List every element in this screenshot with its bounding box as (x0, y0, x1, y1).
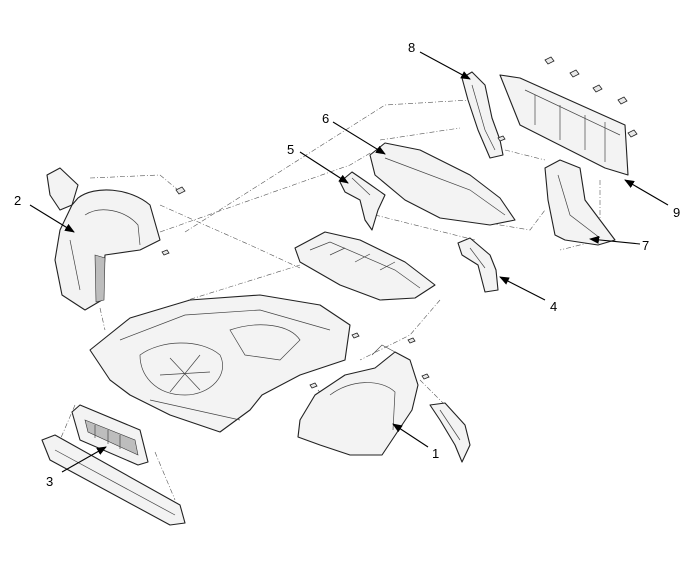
callout-label-2: 2 (14, 193, 21, 208)
part-8-pillar-trim (461, 71, 504, 159)
part-2-left-wheelhouse-trim (46, 167, 161, 311)
callout-9: 9 (624, 179, 680, 220)
callout-5: 5 (287, 142, 349, 184)
callout-label-3: 3 (46, 474, 53, 489)
leader-line-1 (392, 423, 429, 448)
callout-1: 1 (392, 423, 439, 461)
callout-2: 2 (14, 193, 75, 233)
rear-floor-panel (294, 231, 436, 301)
part-3-rear-trim (71, 404, 149, 466)
callout-label-4: 4 (550, 299, 557, 314)
callout-7: 7 (589, 235, 649, 253)
callout-label-8: 8 (408, 40, 415, 55)
callout-label-5: 5 (287, 142, 294, 157)
callout-label-1: 1 (432, 446, 439, 461)
callout-label-6: 6 (322, 111, 329, 126)
lower-rear-rail (41, 434, 186, 526)
right-side-brackets (429, 402, 471, 463)
part-6-package-tray (369, 142, 516, 226)
part-7-quarter-trim (544, 159, 616, 246)
part-1-right-wheelhouse-trim (297, 344, 419, 456)
part-5-bracket (339, 171, 386, 231)
leader-line-8 (419, 51, 471, 80)
misc-screws (161, 186, 430, 389)
callout-label-9: 9 (673, 205, 680, 220)
leader-line-4 (499, 276, 546, 301)
callout-4: 4 (499, 276, 557, 314)
callout-label-7: 7 (642, 238, 649, 253)
leader-line-3 (61, 446, 107, 473)
trunk-floor-assembly (89, 294, 351, 433)
leader-line-6 (332, 121, 386, 155)
callout-6: 6 (322, 111, 386, 155)
leader-line-7 (589, 235, 641, 245)
leader-line-2 (29, 204, 75, 233)
callout-3: 3 (46, 446, 107, 489)
assembly-guide-lines (59, 99, 601, 501)
leader-line-9 (624, 179, 669, 206)
screws-top-right (497, 56, 638, 142)
leader-line-5 (299, 151, 349, 184)
part-9-rear-shelf-panel (499, 74, 629, 176)
part-4-bracket (457, 237, 499, 293)
callout-8: 8 (408, 40, 471, 80)
